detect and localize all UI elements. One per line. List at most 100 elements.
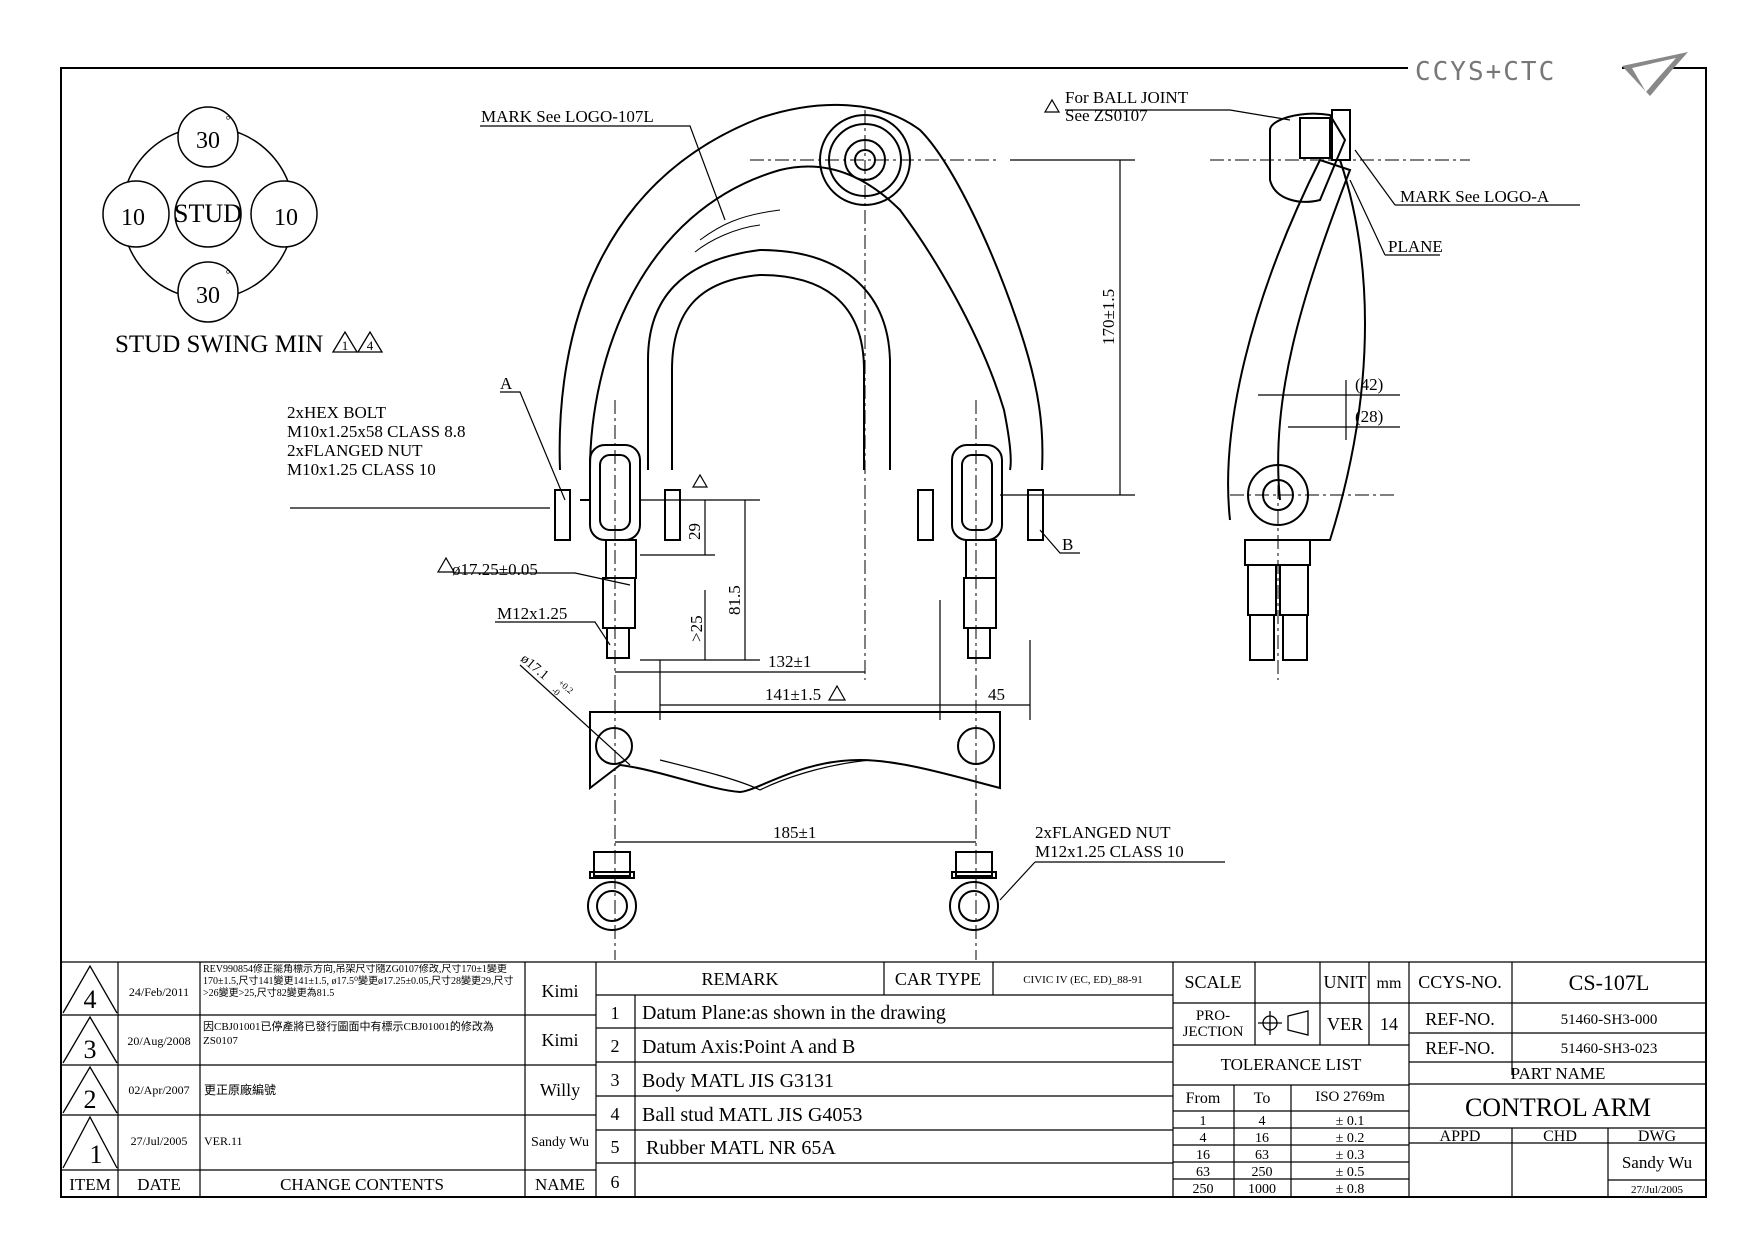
dimension-132: 132±1 <box>768 652 811 671</box>
ball-joint-callout-1: For BALL JOINT <box>1065 88 1189 107</box>
car-type-header: CAR TYPE <box>895 969 981 989</box>
ref-no-value-1: 51460-SH3-000 <box>1561 1012 1658 1028</box>
remark-text: Rubber MATL NR 65A <box>646 1137 836 1159</box>
remark-text: Ball stud MATL JIS G4053 <box>642 1104 862 1126</box>
dimension-185: 185±1 <box>773 823 816 842</box>
ccys-no-value: CS-107L <box>1569 970 1650 995</box>
logo-text: CCYS+CTC <box>1415 57 1556 87</box>
tolerance-from: 16 <box>1196 1148 1210 1163</box>
revision-date: 20/Aug/2008 <box>127 1034 190 1048</box>
ref-no-label-2: REF-NO. <box>1425 1038 1495 1058</box>
revision-item: 4 <box>84 985 97 1014</box>
stud-swing-diagram <box>102 106 318 323</box>
swing-right-value: 10 <box>274 205 298 231</box>
dimension-170: 170±1.5 <box>1099 289 1118 345</box>
point-b-label: B <box>1062 535 1073 554</box>
company-logo: CCYS+CTC <box>1408 52 1688 96</box>
tolerance-list: TOLERANCE LIST From To ISO 2769m 1 4 ± 0… <box>1186 1055 1385 1197</box>
ref-no-label-1: REF-NO. <box>1425 1009 1495 1029</box>
remark-number: 5 <box>611 1137 620 1157</box>
swing-bottom-degree: ° <box>226 267 231 281</box>
revision-number-triangles <box>62 964 118 1169</box>
swing-bottom-value: 30 <box>196 283 220 309</box>
revision-item: 3 <box>84 1035 97 1064</box>
tolerance-header-iso: ISO 2769m <box>1315 1089 1385 1105</box>
revision-name: Kimi <box>541 981 578 1001</box>
tolerance-from: 1 <box>1200 1114 1207 1129</box>
dimension-28: (28) <box>1355 407 1383 426</box>
remark-text: Body MATL JIS G3131 <box>642 1070 834 1092</box>
part-info-block: CCYS-NO. CS-107L REF-NO. 51460-SH3-000 R… <box>1418 970 1692 1196</box>
swing-center-label: STUD <box>174 199 242 228</box>
tolerance-from: 250 <box>1193 1182 1214 1197</box>
revision-header-date: DATE <box>137 1175 180 1194</box>
swing-top-degree: ° <box>226 113 231 127</box>
revision-content: 更正原廠編號 <box>204 1082 276 1097</box>
thread-label: M12x1.25 <box>497 604 567 623</box>
revision-content: 因CBJ01001已停產將已發行圖面中有標示CBJ01001的修改為ZS0107 <box>203 1021 494 1047</box>
control-arm-side-view <box>1227 109 1366 661</box>
dwg-date: 27/Jul/2005 <box>1631 1184 1683 1196</box>
revision-date: 24/Feb/2011 <box>129 985 189 999</box>
hex-bolt-line-3: 2xFLANGED NUT <box>287 441 423 460</box>
tolerance-value: ± 0.1 <box>1336 1114 1365 1129</box>
tolerance-to: 1000 <box>1248 1182 1276 1197</box>
tolerance-header-to: To <box>1254 1090 1271 1107</box>
scale-block: SCALE UNIT mm PRO- JECTION VER 14 <box>1183 972 1402 1040</box>
tolerance-value: ± 0.3 <box>1336 1148 1365 1163</box>
tolerance-to: 16 <box>1255 1131 1269 1146</box>
flanged-nut-line-2: M12x1.25 CLASS 10 <box>1035 842 1184 861</box>
unit-value: mm <box>1377 975 1402 992</box>
tolerance-from: 4 <box>1200 1131 1207 1146</box>
revision-header-item: ITEM <box>69 1175 111 1194</box>
mark-right-callout: MARK See LOGO-A <box>1400 187 1550 206</box>
svg-text:1: 1 <box>342 338 349 353</box>
remark-text: Datum Plane:as shown in the drawing <box>642 1002 946 1024</box>
stud-swing-labels: 30 ° 10 STUD 10 30 ° STUD SWING MIN <box>115 113 323 358</box>
remark-text: Datum Axis:Point A and B <box>642 1036 855 1058</box>
tolerance-list-title: TOLERANCE LIST <box>1221 1055 1362 1074</box>
mark-left-callout: MARK See LOGO-107L <box>481 107 654 126</box>
projection-icon <box>1258 1010 1309 1036</box>
title-block-grid <box>61 961 1706 1197</box>
ver-value: 14 <box>1380 1014 1398 1034</box>
ref-no-value-2: 51460-SH3-023 <box>1561 1041 1658 1057</box>
part-name-label: PART NAME <box>1511 1064 1606 1083</box>
flanged-nut-line-1: 2xFLANGED NUT <box>1035 823 1171 842</box>
inspection-triangle-icons <box>436 98 1061 701</box>
projection-label-1: PRO- <box>1196 1008 1230 1024</box>
bracket-bottom-view <box>589 711 1001 794</box>
revision-content: VER.11 <box>204 1134 243 1148</box>
revision-date: 27/Jul/2005 <box>131 1134 188 1148</box>
hex-bolt-line-2: M10x1.25x58 CLASS 8.8 <box>287 422 466 441</box>
ccys-no-label: CCYS-NO. <box>1418 972 1502 992</box>
revision-name: Sandy Wu <box>531 1135 589 1150</box>
revision-triangle-icons: 1 4 <box>331 330 384 353</box>
swing-top-value: 30 <box>196 128 220 154</box>
revision-name: Kimi <box>541 1030 578 1050</box>
dimension-141: 141±1.5 <box>765 685 821 704</box>
tolerance-to: 63 <box>1255 1148 1269 1163</box>
swing-caption: STUD SWING MIN <box>115 331 323 358</box>
remark-number: 3 <box>611 1070 620 1090</box>
remark-number: 4 <box>611 1104 620 1124</box>
swing-left-value: 10 <box>121 205 145 231</box>
drawing-border <box>60 67 1707 1198</box>
revision-name: Willy <box>540 1080 580 1100</box>
tolerance-header-from: From <box>1186 1090 1221 1107</box>
point-a-label: A <box>500 374 513 393</box>
remark-header: REMARK <box>701 969 778 989</box>
dimension-42: (42) <box>1355 375 1383 394</box>
revision-item: 2 <box>84 1085 97 1114</box>
stud-diameter-label: ø17.25±0.05 <box>452 560 538 579</box>
tolerance-to: 4 <box>1259 1114 1266 1129</box>
car-type-value: CIVIC IV (EC, ED)_88-91 <box>1023 974 1143 986</box>
tolerance-value: ± 0.2 <box>1336 1131 1365 1146</box>
revision-header-change: CHANGE CONTENTS <box>280 1175 444 1194</box>
tolerance-to: 250 <box>1252 1165 1273 1180</box>
ball-joint-callout-2: See ZS0107 <box>1065 106 1148 125</box>
plane-callout: PLANE <box>1388 237 1443 256</box>
remark-number: 6 <box>611 1172 620 1192</box>
tolerance-value: ± 0.8 <box>1336 1182 1365 1197</box>
